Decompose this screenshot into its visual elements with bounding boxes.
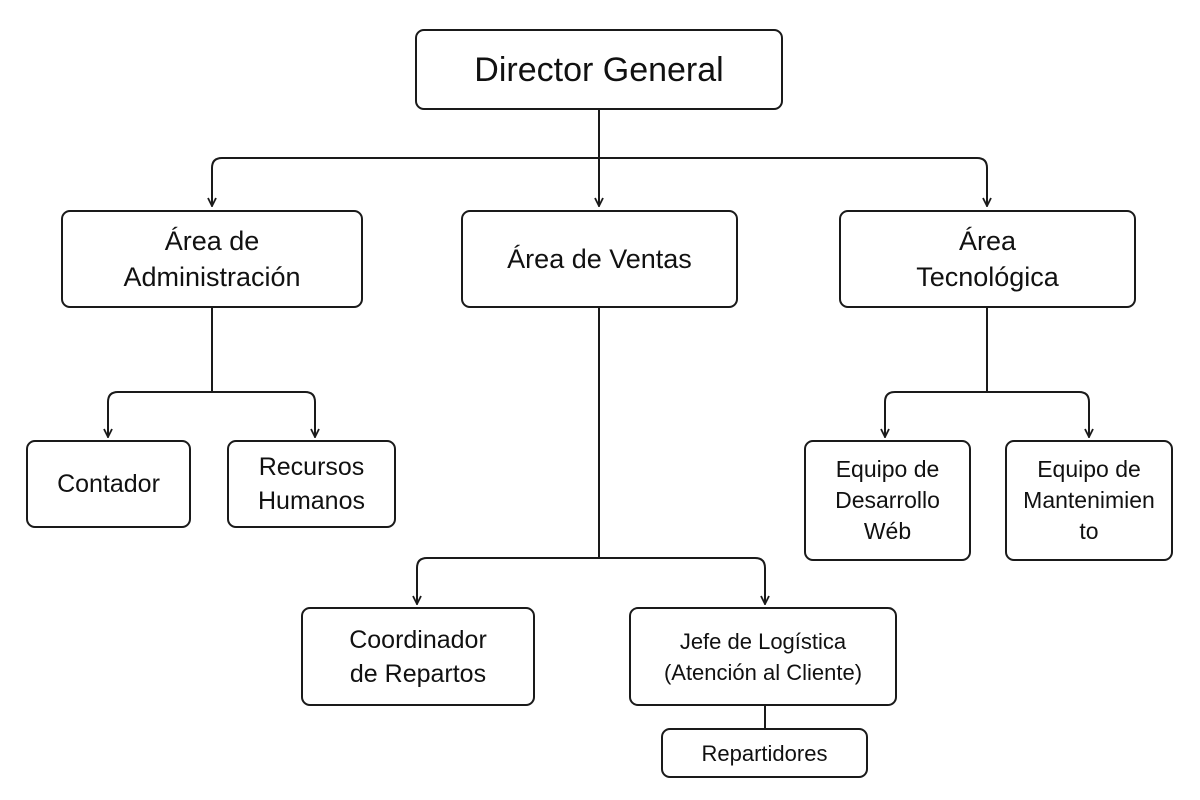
connector-administracion-to-rrhh xyxy=(211,391,320,438)
node-jefe-de-logistica: Jefe de Logística (Atención al Cliente) xyxy=(629,607,897,706)
node-label: Equipo de Mantenimien to xyxy=(1023,456,1155,544)
node-label: Área de Ventas xyxy=(507,244,692,274)
connector-director-to-administracion xyxy=(207,157,600,207)
node-label: Área Tecnológica xyxy=(916,226,1059,292)
node-label: Jefe de Logística (Atención al Cliente) xyxy=(663,628,863,685)
node-label: Recursos Humanos xyxy=(258,453,365,515)
connector-director-to-tecnologica xyxy=(598,157,992,207)
node-area-tecnologica: Área Tecnológica xyxy=(839,210,1136,308)
node-label: Director General xyxy=(474,50,724,89)
node-contador: Contador xyxy=(26,440,191,528)
node-label: Repartidores xyxy=(701,740,828,766)
node-label: Contador xyxy=(57,470,160,498)
node-equipo-desarrollo-web: Equipo de Desarrollo Wéb xyxy=(804,440,971,561)
node-area-ventas: Área de Ventas xyxy=(461,210,738,308)
connector-ventas-to-logistica xyxy=(598,557,770,605)
node-equipo-mantenimiento: Equipo de Mantenimien to xyxy=(1005,440,1173,561)
connector-ventas-to-coordinador xyxy=(412,557,600,605)
node-label: Equipo de Desarrollo Wéb xyxy=(835,456,940,544)
node-repartidores: Repartidores xyxy=(661,728,868,778)
connector-tecnologica-to-desarrollo xyxy=(880,391,988,438)
connector-tecnologica-to-mantenimiento xyxy=(986,391,1094,438)
node-label: Coordinador de Repartos xyxy=(349,625,487,688)
node-director-general: Director General xyxy=(415,29,783,110)
node-area-administracion: Área de Administración xyxy=(61,210,363,308)
connector-administracion-to-contador xyxy=(103,391,213,438)
node-label: Área de Administración xyxy=(123,226,301,292)
node-coordinador-de-repartos: Coordinador de Repartos xyxy=(301,607,535,706)
node-recursos-humanos: Recursos Humanos xyxy=(227,440,396,528)
